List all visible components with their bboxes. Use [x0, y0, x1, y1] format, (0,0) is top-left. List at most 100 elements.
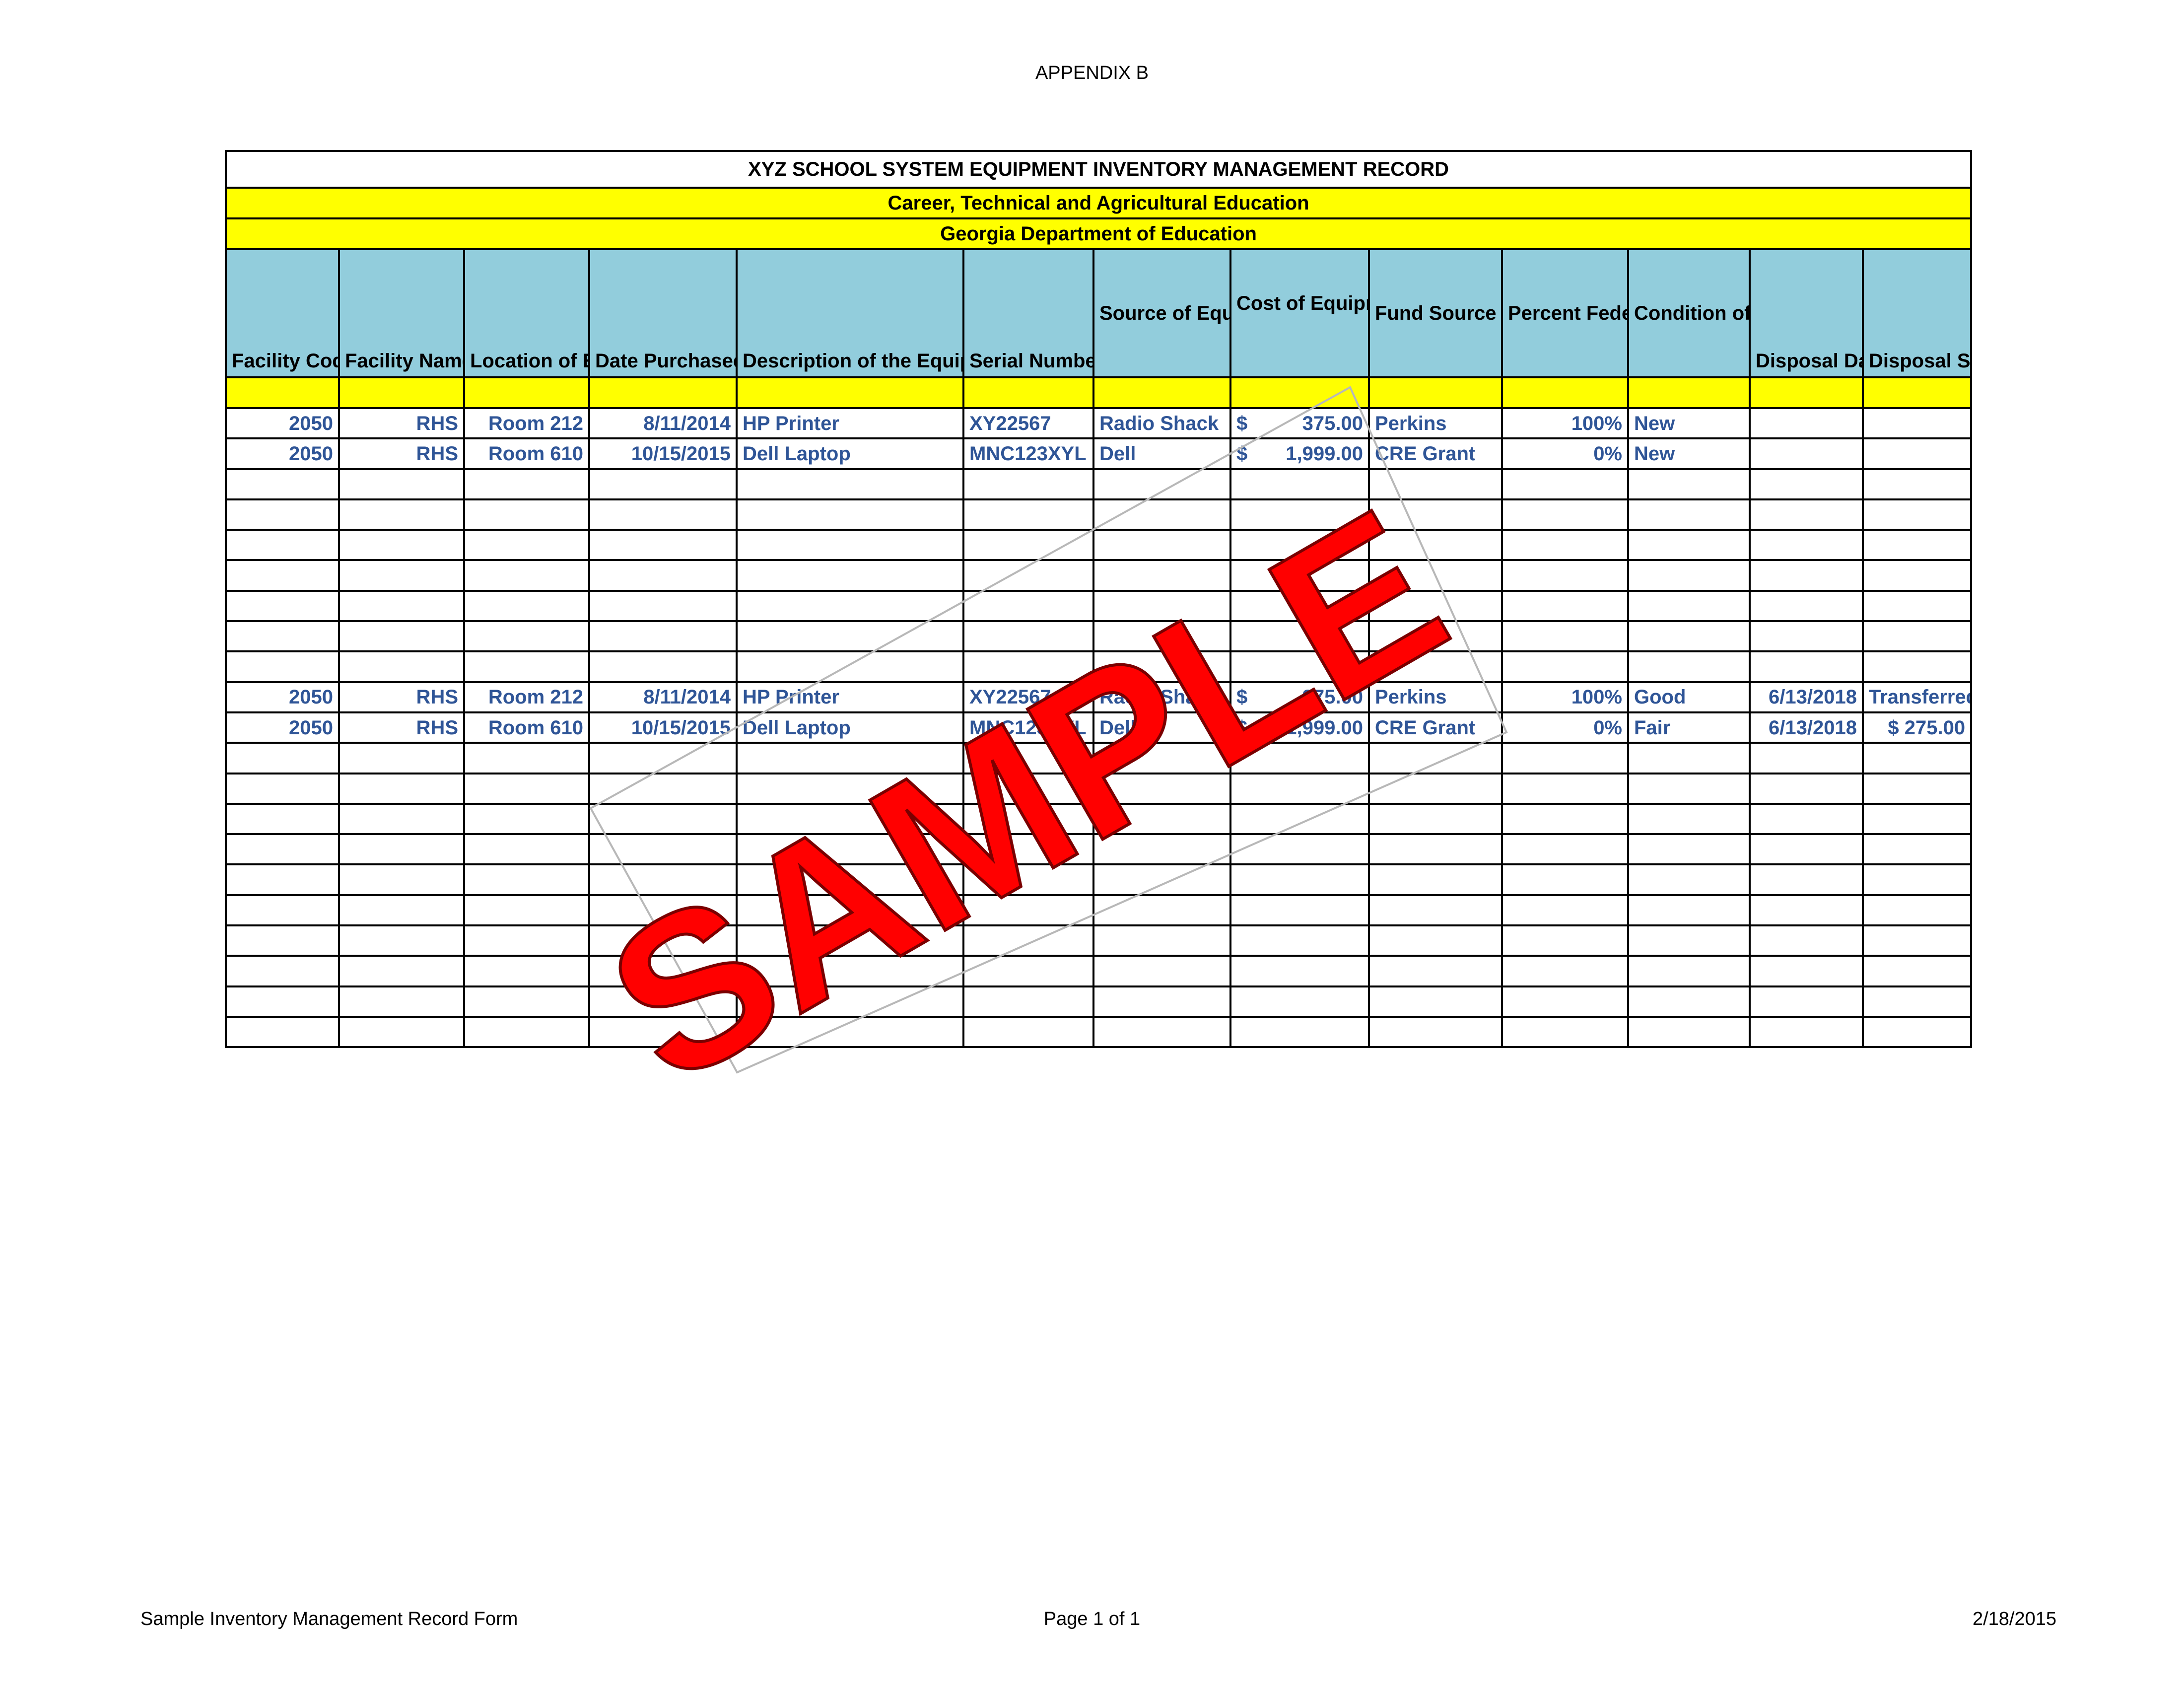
cell-percent-federal[interactable]: [1501, 924, 1629, 957]
cell-description[interactable]: [736, 772, 964, 805]
cell-date-purchased[interactable]: [588, 863, 738, 896]
cell-date-purchased[interactable]: [588, 742, 738, 774]
cell-disposal-price[interactable]: $ 275.00: [1861, 711, 1973, 744]
cell-facility-code[interactable]: [225, 833, 340, 866]
cell-condition[interactable]: [1627, 894, 1751, 927]
cell-location[interactable]: [463, 559, 590, 592]
cell-location[interactable]: [463, 529, 590, 562]
cell-facility-name[interactable]: [338, 468, 465, 500]
cell-disposal-price[interactable]: [1861, 650, 1973, 683]
cell-date-purchased[interactable]: [588, 468, 738, 500]
cell-fund-source[interactable]: [1368, 498, 1503, 531]
cell-disposal-price[interactable]: [1861, 407, 1973, 440]
cell-fund-source[interactable]: [1368, 863, 1503, 896]
cell-facility-name[interactable]: RHS: [338, 437, 465, 470]
cell-cost[interactable]: [1229, 985, 1370, 1018]
cell-cost[interactable]: $1,999.00: [1229, 437, 1370, 470]
cell-facility-name[interactable]: [338, 802, 465, 836]
cell-serial-number[interactable]: [962, 802, 1094, 836]
cell-percent-federal[interactable]: [1501, 742, 1629, 774]
cell-vendor[interactable]: [1092, 863, 1231, 896]
cell-fund-source[interactable]: [1368, 468, 1503, 500]
cell-disposal-date[interactable]: 6/13/2018: [1749, 681, 1864, 713]
cell-disposal-date[interactable]: [1749, 985, 1864, 1018]
cell-facility-code[interactable]: [225, 742, 340, 774]
cell-facility-code[interactable]: [225, 498, 340, 531]
cell-serial-number[interactable]: [962, 529, 1094, 562]
cell-percent-federal[interactable]: [1501, 650, 1629, 683]
cell-location[interactable]: [463, 468, 590, 500]
cell-date-purchased[interactable]: 10/15/2015: [588, 437, 738, 470]
cell-fund-source[interactable]: [1368, 589, 1503, 623]
cell-date-purchased[interactable]: [588, 559, 738, 592]
cell-condition[interactable]: Fair: [1627, 711, 1751, 744]
cell-serial-number[interactable]: [962, 589, 1094, 623]
cell-percent-federal[interactable]: 100%: [1501, 407, 1629, 440]
cell-disposal-price[interactable]: Transferred: [1861, 681, 1973, 713]
cell-cost[interactable]: [1229, 802, 1370, 836]
cell-serial-number[interactable]: [962, 650, 1094, 683]
cell-serial-number[interactable]: [962, 863, 1094, 896]
cell-facility-code[interactable]: 2050: [225, 407, 340, 440]
cell-description[interactable]: [736, 468, 964, 500]
cell-facility-code[interactable]: [225, 802, 340, 836]
cell-facility-name[interactable]: RHS: [338, 407, 465, 440]
cell-date-purchased[interactable]: [588, 589, 738, 623]
cell-description[interactable]: [736, 650, 964, 683]
cell-vendor[interactable]: [1092, 498, 1231, 531]
cell-vendor[interactable]: [1092, 955, 1231, 987]
cell-disposal-date[interactable]: [1749, 955, 1864, 987]
cell-disposal-price[interactable]: [1861, 620, 1973, 653]
cell-date-purchased[interactable]: [588, 529, 738, 562]
cell-vendor[interactable]: Radio Shack: [1092, 681, 1231, 713]
cell-disposal-price[interactable]: [1861, 529, 1973, 562]
cell-description[interactable]: Dell Laptop: [736, 711, 964, 744]
cell-fund-source[interactable]: [1368, 772, 1503, 805]
cell-disposal-price[interactable]: [1861, 559, 1973, 592]
cell-facility-name[interactable]: [338, 529, 465, 562]
cell-condition[interactable]: [1627, 559, 1751, 592]
cell-description[interactable]: [736, 833, 964, 866]
cell-facility-code[interactable]: [225, 468, 340, 500]
cell-fund-source[interactable]: [1368, 620, 1503, 653]
cell-percent-federal[interactable]: [1501, 802, 1629, 836]
cell-condition[interactable]: [1627, 833, 1751, 866]
cell-facility-name[interactable]: [338, 650, 465, 683]
cell-disposal-price[interactable]: [1861, 772, 1973, 805]
cell-condition[interactable]: [1627, 529, 1751, 562]
cell-percent-federal[interactable]: [1501, 589, 1629, 623]
cell-facility-name[interactable]: [338, 985, 465, 1018]
cell-condition[interactable]: [1627, 620, 1751, 653]
cell-description[interactable]: [736, 863, 964, 896]
cell-vendor[interactable]: [1092, 894, 1231, 927]
cell-facility-code[interactable]: [225, 589, 340, 623]
cell-percent-federal[interactable]: [1501, 985, 1629, 1018]
cell-description[interactable]: [736, 589, 964, 623]
cell-vendor[interactable]: [1092, 985, 1231, 1018]
cell-percent-federal[interactable]: 100%: [1501, 681, 1629, 713]
cell-condition[interactable]: [1627, 589, 1751, 623]
cell-fund-source[interactable]: Perkins: [1368, 407, 1503, 440]
cell-location[interactable]: [463, 589, 590, 623]
cell-facility-name[interactable]: RHS: [338, 681, 465, 713]
cell-cost[interactable]: $375.00: [1229, 407, 1370, 440]
cell-vendor[interactable]: Dell: [1092, 711, 1231, 744]
cell-date-purchased[interactable]: [588, 955, 738, 987]
cell-disposal-price[interactable]: [1861, 437, 1973, 470]
cell-facility-name[interactable]: [338, 833, 465, 866]
cell-cost[interactable]: [1229, 742, 1370, 774]
cell-facility-name[interactable]: [338, 863, 465, 896]
cell-percent-federal[interactable]: 0%: [1501, 711, 1629, 744]
cell-facility-code[interactable]: [225, 620, 340, 653]
cell-vendor[interactable]: Radio Shack: [1092, 407, 1231, 440]
cell-description[interactable]: [736, 742, 964, 774]
cell-location[interactable]: Room 212: [463, 681, 590, 713]
cell-disposal-price[interactable]: [1861, 863, 1973, 896]
cell-serial-number[interactable]: [962, 742, 1094, 774]
cell-disposal-price[interactable]: [1861, 1015, 1973, 1049]
cell-cost[interactable]: $1,999.00: [1229, 711, 1370, 744]
cell-cost[interactable]: [1229, 498, 1370, 531]
cell-date-purchased[interactable]: 10/15/2015: [588, 711, 738, 744]
cell-vendor[interactable]: [1092, 924, 1231, 957]
cell-description[interactable]: Dell Laptop: [736, 437, 964, 470]
